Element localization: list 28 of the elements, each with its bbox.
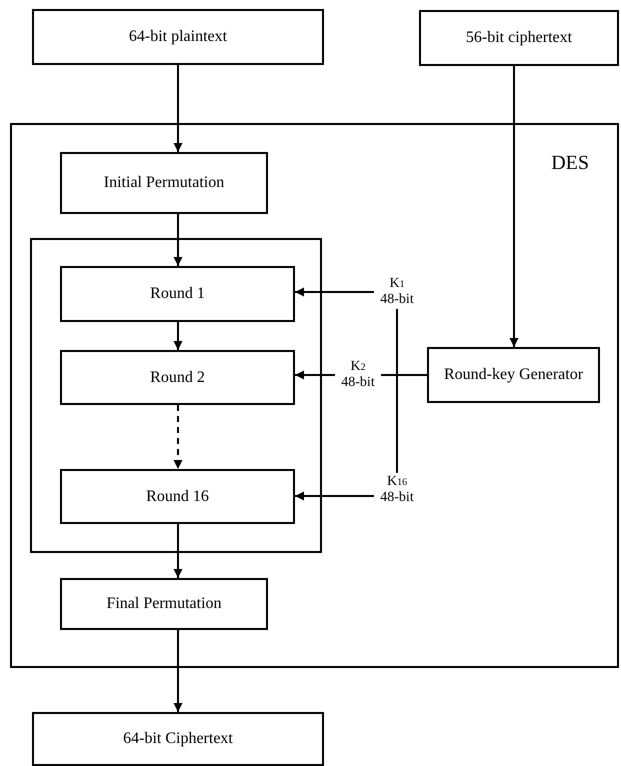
arrow: [174, 524, 182, 578]
arrow: [174, 65, 182, 152]
box-label: Final Permutation: [105, 594, 223, 614]
process-box: [32, 712, 324, 766]
block-heading: DES: [550, 151, 590, 176]
process-box: [60, 350, 295, 405]
arrow: [174, 322, 182, 350]
process-box: [60, 578, 268, 630]
box-label: Round 16: [145, 486, 210, 506]
process-box: [32, 9, 324, 65]
container-box: [30, 238, 322, 553]
des-block-frame: [10, 123, 619, 668]
arrow: [174, 630, 182, 712]
box-label: Round 1: [149, 284, 206, 304]
box-label: Round-key Generator: [442, 365, 584, 385]
arrow: [510, 66, 518, 347]
process-box: [60, 469, 295, 524]
box-label: 64-bit plaintext: [128, 27, 228, 47]
arrow: [174, 214, 182, 266]
process-box: [427, 347, 600, 403]
process-box: [60, 152, 268, 214]
arrow: [174, 405, 182, 469]
process-box: [60, 266, 295, 322]
box-label: Initial Permutation: [102, 173, 226, 193]
box-label: Round 2: [149, 368, 206, 388]
box-label: 56-bit ciphertext: [464, 28, 574, 48]
process-box: [419, 10, 619, 66]
box-label: 64-bit Ciphertext: [122, 729, 234, 749]
